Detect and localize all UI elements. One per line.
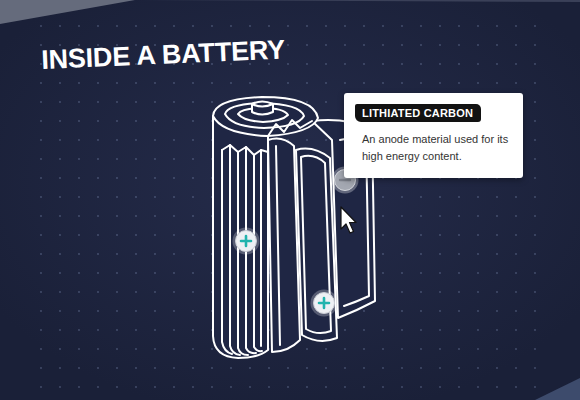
mouse-cursor [341, 207, 356, 233]
torn-edge [268, 120, 312, 136]
layer-strip [260, 150, 262, 346]
anode-sheet [296, 149, 337, 341]
photo-corner [0, 0, 135, 24]
sheet-edge [276, 146, 280, 345]
cut-edge [222, 145, 268, 155]
hotspot-halo [233, 228, 260, 255]
tooltip-body: An anode material used for its high ener… [355, 131, 513, 165]
hotspot-plus [311, 290, 338, 317]
hotspot-halo [311, 290, 338, 317]
tooltip-heading: LITHIATED CARBON [355, 104, 481, 122]
top-spiral [225, 103, 304, 128]
terminal [252, 102, 273, 115]
separator-sheet [268, 138, 300, 352]
plus-symbol [319, 298, 329, 308]
top-cap [213, 97, 318, 136]
photo-edge [135, 0, 580, 2]
dot-grid [38, 24, 546, 396]
tooltip-box: LITHIATED CARBON An anode material used f… [344, 93, 523, 178]
hotspot-circle [236, 231, 257, 252]
plus-symbol [241, 236, 251, 246]
hotspot-circle [314, 293, 335, 314]
cylinder-body [213, 116, 268, 358]
hotspot-plus [233, 228, 260, 255]
minus-symbol [340, 179, 350, 181]
terminal-rim [252, 104, 273, 107]
